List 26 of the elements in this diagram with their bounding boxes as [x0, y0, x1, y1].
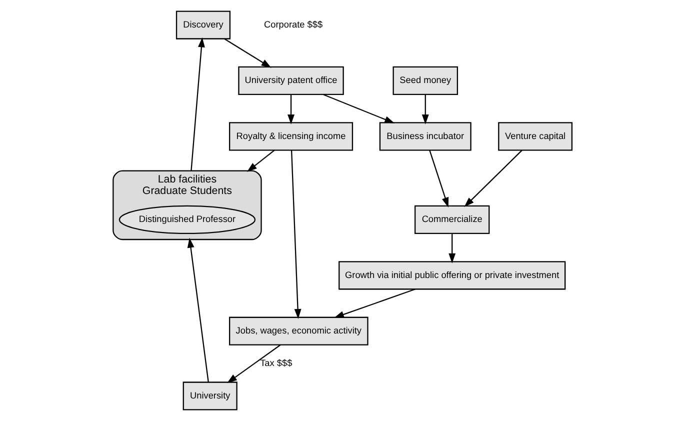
- node-box: University patent office: [238, 66, 344, 96]
- arrow: [448, 234, 456, 264]
- node-box: Growth via initial public offering or private investment: [338, 261, 566, 290]
- arrow: [187, 238, 209, 382]
- arrow: [429, 150, 449, 208]
- arrow: [290, 150, 302, 319]
- node-box: Jobs, wages, economic activity: [229, 316, 368, 346]
- node-ellipse: Distinguished Professor: [118, 205, 256, 234]
- node-box: Royalty & licensing income: [229, 122, 354, 151]
- arrow: [334, 288, 416, 318]
- arrow: [224, 38, 272, 68]
- node-box: Commercialize: [414, 205, 490, 234]
- label: Corporate $$$: [264, 19, 323, 30]
- arrow: [464, 150, 522, 208]
- node-box: Discovery: [176, 10, 231, 40]
- node-box: University: [182, 382, 238, 410]
- node-box: Seed money: [392, 66, 458, 96]
- edge-label: Tax $$$: [260, 358, 292, 368]
- node-box: Business incubator: [379, 122, 472, 151]
- arrow: [227, 344, 281, 384]
- arrow: [246, 150, 275, 172]
- arrow: [323, 94, 395, 124]
- arrow: [190, 37, 205, 171]
- arrow: [288, 94, 294, 124]
- node-box: Venture capital: [498, 122, 573, 151]
- arrow: [422, 94, 429, 124]
